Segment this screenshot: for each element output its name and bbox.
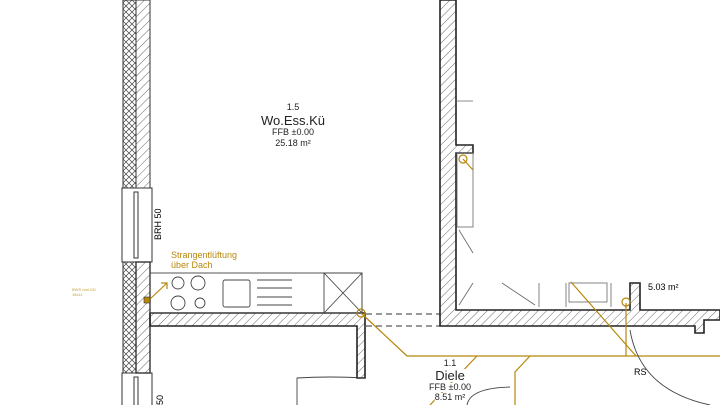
room-name: Wo.Ess.Kü (260, 113, 326, 128)
hob-burner (194, 297, 206, 309)
door-swings (296, 329, 711, 405)
room-name: Diele (435, 368, 465, 383)
hob-burner (170, 295, 186, 311)
bath-fixtures (456, 100, 612, 307)
sink (222, 279, 251, 308)
kitchen-counter (149, 272, 363, 314)
sill-height-label: BRH 50 (153, 208, 163, 240)
room-number: 1.5 (286, 102, 300, 112)
room-area: 8.51 m² (434, 392, 466, 402)
kitchen-wall (149, 312, 366, 379)
room-floor-level: FFB ±0.00 (272, 127, 314, 137)
adjacent-room-area: 5.03 m² (648, 282, 679, 292)
vent-arrow (148, 282, 168, 301)
opening-dashed (366, 313, 440, 327)
room-area: 25.18 m² (275, 138, 311, 148)
interior-wall-right (439, 0, 720, 334)
fridge (323, 272, 363, 314)
room-number: 1.1 (443, 358, 457, 368)
room-floor-level: FFB ±0.00 (429, 382, 471, 392)
sill-height-label-lower: 50 (155, 394, 165, 405)
ventilation-label-2: über Dach (171, 260, 213, 270)
hob-burner (190, 275, 206, 291)
vent-marker (356, 308, 366, 318)
vent-shaft-icon (143, 296, 151, 304)
window-upper (121, 187, 153, 263)
vent-marker (621, 297, 631, 307)
rs-label: RS (634, 367, 647, 377)
window-lower (121, 372, 153, 405)
ventilation-label: Strangentlüftung (171, 250, 238, 260)
hob-burner (171, 276, 185, 290)
vent-marker (458, 154, 468, 164)
exterior-wall-left (122, 0, 151, 374)
wall-note: BWS und DD 16x11 (72, 287, 96, 297)
